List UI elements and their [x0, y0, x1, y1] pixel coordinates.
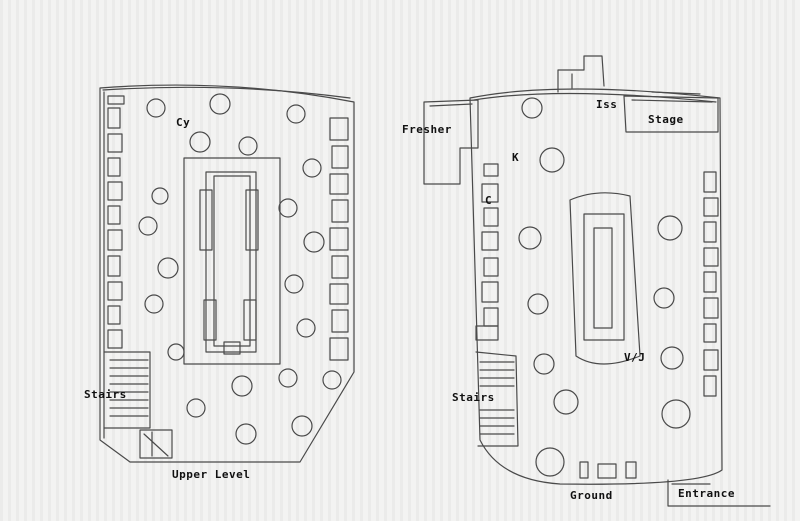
- ground-tables: [518, 97, 691, 477]
- label-iss: Iss: [596, 98, 618, 111]
- label-stairs-ground: Stairs: [452, 391, 495, 404]
- ground-left-booths: [475, 163, 499, 341]
- ground-level-plan: [423, 55, 771, 507]
- upper-tables: [138, 93, 342, 445]
- label-cy: Cy: [176, 116, 191, 129]
- upper-level-plan: [99, 84, 355, 463]
- label-c: C: [485, 194, 493, 207]
- fresher-room: [423, 99, 479, 185]
- upper-stairs-drawing: [103, 351, 173, 459]
- label-ground: Ground: [570, 489, 613, 502]
- label-stairs-upper: Stairs: [84, 388, 127, 401]
- label-k: K: [512, 151, 520, 164]
- label-upper-level: Upper Level: [172, 468, 251, 481]
- upper-left-booths: [107, 95, 125, 349]
- ground-bar: [569, 192, 641, 365]
- upper-right-booths: [329, 117, 349, 361]
- ground-right-booths: [703, 171, 719, 397]
- ground-bottom-tables: [579, 461, 637, 479]
- ground-stairs-drawing: [475, 351, 519, 447]
- ground-outer-wall: [469, 88, 723, 485]
- label-fresher: Fresher: [402, 123, 452, 136]
- upper-bar-outer: [183, 157, 281, 365]
- label-stage: Stage: [648, 113, 684, 126]
- entrance-door: [667, 479, 771, 507]
- label-vj: V/J: [624, 351, 646, 364]
- stage-area: [623, 95, 719, 133]
- label-entrance: Entrance: [678, 487, 735, 500]
